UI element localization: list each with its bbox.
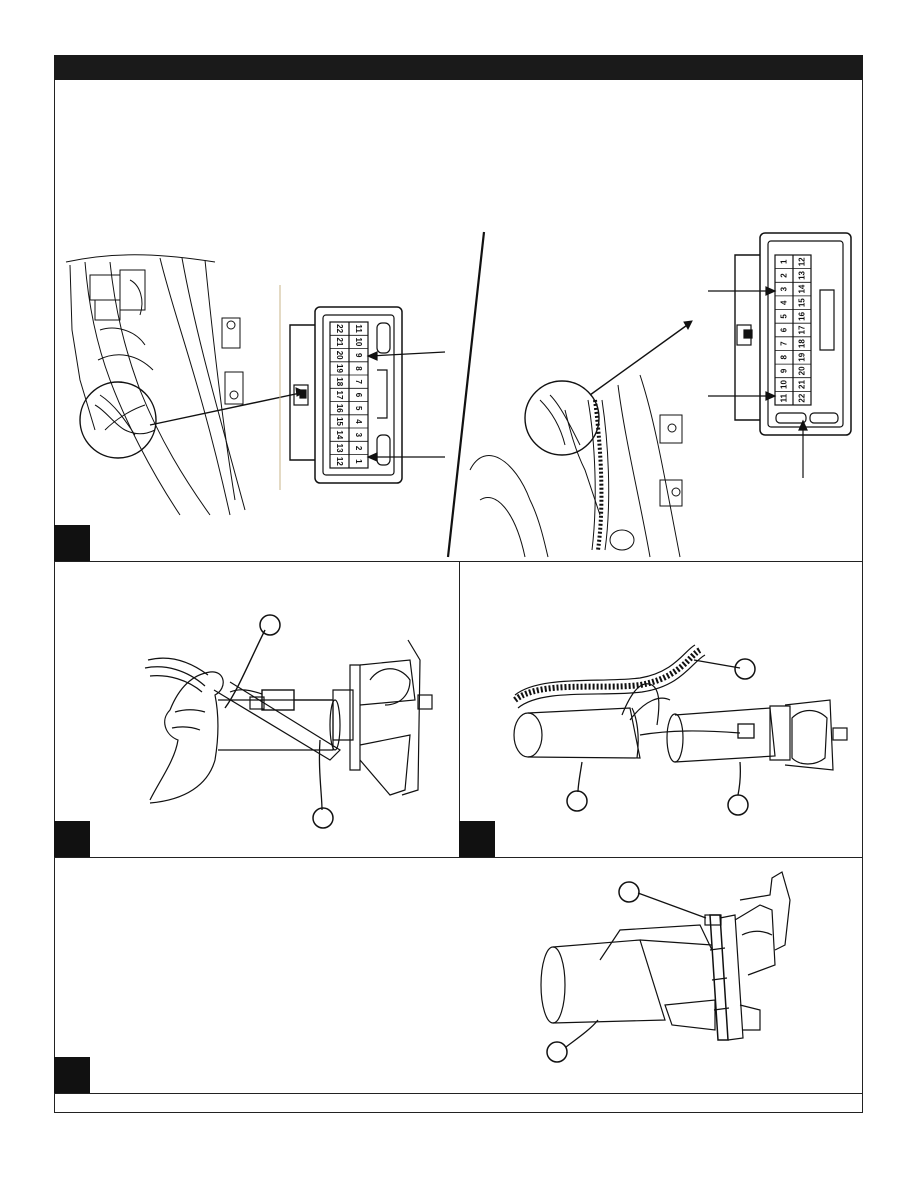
connector-right-pin-9: 9 [780,368,789,373]
connector-right [734,232,852,436]
connector-left-pin-15: 15 [335,417,344,426]
fig3-callout-top [734,658,756,680]
connector-right-pin-7: 7 [780,341,789,346]
fig4-illustration [540,871,791,1048]
connector-right-pin-4: 4 [780,300,789,305]
connector-right-pin-10: 10 [780,380,789,389]
divider-mid [459,561,460,857]
fig3-callout-right [727,794,749,816]
header-bar [54,55,863,80]
connector-right-pin-1: 1 [780,259,789,264]
fig2-callout-bottom [312,807,334,829]
connector-right-pin-12: 12 [798,257,807,266]
fig4-callout-bottom [546,1041,568,1063]
connector-left-pin-13: 13 [335,444,344,453]
connector-right-pin-17: 17 [798,325,807,334]
connector-right-pin-14: 14 [798,284,807,293]
connector-right-pin-8: 8 [780,354,789,359]
connector-right-pin-21: 21 [798,380,807,389]
connector-left-pin-1: 1 [354,459,363,464]
divider-footer [54,1093,863,1094]
connector-left-pin-22: 22 [335,324,344,333]
fig3-illustration [513,644,848,796]
connector-left-pin-11: 11 [354,324,363,333]
connector-left-pin-20: 20 [335,351,344,360]
connector-left-pin-18: 18 [335,377,344,386]
connector-left-pin-9: 9 [354,353,363,358]
connector-left-pin-16: 16 [335,404,344,413]
connector-right-pin-11: 11 [780,393,789,402]
figure-tab-1 [54,525,90,561]
connector-left-pin-14: 14 [335,430,344,439]
connector-left [289,306,403,484]
divider-row2 [54,857,863,858]
connector-right-pin-13: 13 [798,270,807,279]
connector-left-pin-7: 7 [354,380,363,385]
fig1-left-vehicle [65,254,307,516]
fig1-left-arrows [366,351,446,462]
fig1-right-vehicle [469,320,693,558]
fig3-callout-left [566,790,588,812]
connector-right-pin-2: 2 [780,273,789,278]
connector-left-pin-3: 3 [354,433,363,438]
divider-row1 [54,561,863,562]
connector-right-pin-20: 20 [798,366,807,375]
connector-right-pin-5: 5 [780,314,789,319]
figure-tab-2 [54,821,90,857]
figure-tab-3 [459,821,495,857]
connector-left-pin-6: 6 [354,393,363,398]
connector-left-pin-19: 19 [335,364,344,373]
fig4-callout-top [618,881,640,903]
connector-left-pin-2: 2 [354,446,363,451]
connector-left-pin-8: 8 [354,366,363,371]
connector-right-pin-19: 19 [798,352,807,361]
fig2-callout-top [259,614,281,636]
connector-left-pin-21: 21 [335,337,344,346]
connector-right-pin-6: 6 [780,327,789,332]
connector-right-pin-15: 15 [798,298,807,307]
connector-left-pin-5: 5 [354,406,363,411]
fig1-split-line [446,231,486,558]
connector-left-pin-10: 10 [354,337,363,346]
connector-left-pin-17: 17 [335,391,344,400]
connector-right-pin-3: 3 [780,286,789,291]
fig1-right-arrows [708,286,808,478]
figure-tab-4 [54,1057,90,1093]
connector-right-pin-22: 22 [798,393,807,402]
connector-left-pin-12: 12 [335,457,344,466]
connector-left-pin-4: 4 [354,419,363,424]
connector-right-pin-16: 16 [798,311,807,320]
connector-right-pin-18: 18 [798,339,807,348]
fig2-illustration [144,629,433,811]
